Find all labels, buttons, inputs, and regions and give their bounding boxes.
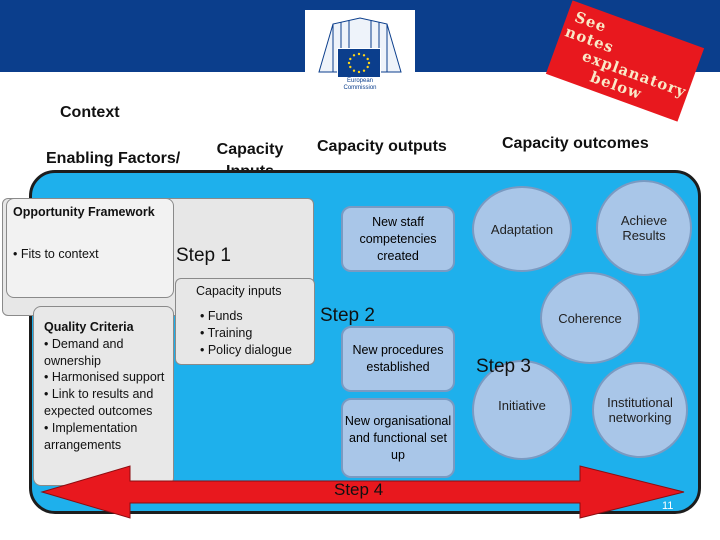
outcome-label: Institutional networking: [607, 395, 673, 425]
capacity-inputs-title: Capacity inputs: [196, 284, 282, 298]
output-box: New procedures established: [341, 326, 455, 392]
output-box: New organisational and functional set up: [341, 398, 455, 478]
opportunity-framework-box: Opportunity Framework • Fits to context: [6, 198, 174, 298]
capacity-inputs-list: • Funds • Training • Policy dialogue: [200, 308, 292, 359]
quality-criteria-text: Quality Criteria • Demand and ownership …: [44, 319, 170, 453]
eu-flag-icon: [337, 48, 381, 78]
outcome-circle: Institutional networking: [592, 362, 688, 458]
quality-criteria-item: • Link to results and expected outcomes: [44, 387, 154, 418]
quality-criteria-item: • Demand and ownership: [44, 336, 124, 368]
opportunity-item: • Fits to context: [13, 247, 99, 261]
capacity-input-item: • Policy dialogue: [200, 343, 292, 357]
quality-criteria-item: • Harmonised support: [44, 370, 165, 385]
step-label: Step 3: [476, 356, 531, 377]
outcome-label: Coherence: [558, 310, 622, 326]
opportunity-framework-title: Opportunity Framework: [13, 205, 155, 219]
output-box: New staff competencies created: [341, 206, 455, 272]
quality-criteria-title: Quality Criteria: [44, 320, 134, 334]
capacity-inputs-box: Capacity inputs • Funds • Training • Pol…: [175, 278, 315, 365]
enabling-factors-label: Enabling Factors/: [46, 150, 181, 167]
double-arrow-icon: [40, 465, 685, 519]
step-label: Step 4: [334, 480, 384, 499]
step-label: Step 1: [176, 245, 231, 266]
quality-criteria-box: Quality Criteria • Demand and ownership …: [33, 306, 174, 486]
logo-caption-line: Commission: [343, 85, 377, 91]
quality-criteria-item: • Implementation arrangements: [44, 420, 138, 452]
capacity-input-item: • Training: [200, 326, 253, 340]
capacity-outputs-heading: Capacity outputs: [317, 138, 447, 155]
outcome-circle: Initiative: [472, 360, 572, 460]
outcome-label: Adaptation: [490, 221, 554, 237]
output-text: New procedures established: [352, 343, 444, 374]
outcome-circle: Adaptation: [472, 186, 572, 272]
outcome-circle: Achieve Results: [596, 180, 692, 276]
capacity-inputs-heading-line: Capacity: [216, 141, 284, 158]
output-text: New organisational and functional set up: [344, 413, 452, 462]
capacity-outcomes-heading: Capacity outcomes: [502, 135, 649, 152]
context-label: Context: [60, 104, 120, 121]
outcome-label: Achieve Results: [620, 213, 668, 243]
output-text: New staff competencies created: [359, 214, 437, 263]
page-number: 11: [662, 500, 674, 512]
outcome-circle: Coherence: [540, 272, 640, 364]
european-commission-logo: European Commission: [305, 10, 415, 98]
outcome-label: Initiative: [498, 397, 546, 413]
step-label: Step 2: [320, 305, 375, 326]
capacity-input-item: • Funds: [200, 309, 243, 323]
logo-caption-line: European: [346, 78, 374, 84]
